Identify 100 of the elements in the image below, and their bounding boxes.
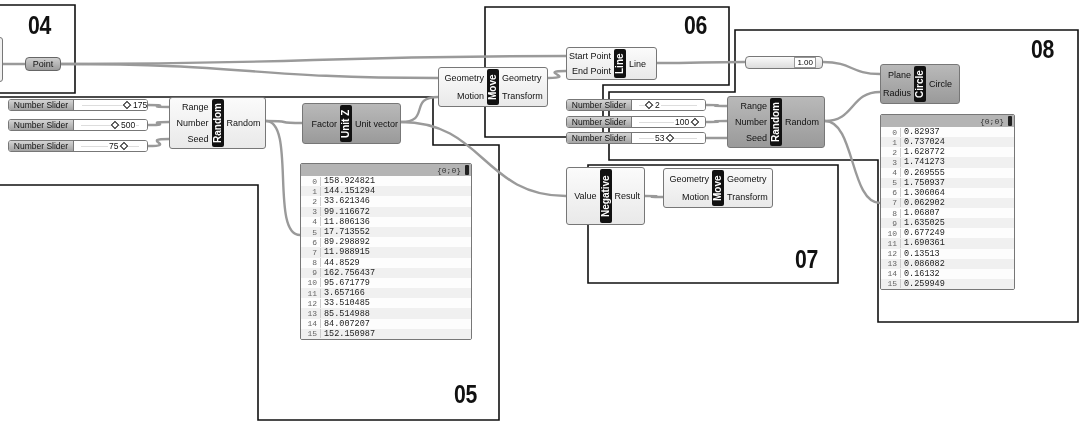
row-index: 4 xyxy=(301,217,321,227)
slider-label: Number Slider xyxy=(9,141,74,151)
frame-number: 05 xyxy=(454,381,477,407)
row-index: 3 xyxy=(301,207,321,217)
row-value: 44.8529 xyxy=(323,257,360,268)
slider-value: 2 xyxy=(654,100,661,110)
component-box xyxy=(438,67,548,107)
wire xyxy=(148,120,169,127)
row-index: 2 xyxy=(881,147,901,157)
wire xyxy=(657,60,745,65)
row-value: 89.298892 xyxy=(323,237,370,248)
row-value: 0.259949 xyxy=(903,278,945,289)
component-name-tag: Move xyxy=(487,69,499,105)
number-slider xyxy=(566,132,706,144)
wire xyxy=(706,119,727,124)
number-parameter xyxy=(745,56,823,69)
row-index: 11 xyxy=(301,288,321,298)
row-index: 9 xyxy=(301,268,321,278)
frame-number: 04 xyxy=(28,12,51,38)
parameter-capsule: Point xyxy=(25,57,61,71)
row-index: 13 xyxy=(881,259,901,269)
frame-number: 06 xyxy=(684,12,707,38)
row-index: 7 xyxy=(301,247,321,257)
slider-label: Number Slider xyxy=(9,120,74,130)
row-index: 4 xyxy=(881,168,901,178)
component-box xyxy=(566,47,657,80)
input-label: Seed xyxy=(187,134,209,144)
output-label: Line xyxy=(629,58,647,69)
input-label: Motion xyxy=(682,192,709,202)
component-name-tag: Negative xyxy=(599,169,612,223)
row-value: 99.116672 xyxy=(323,206,370,217)
wire xyxy=(61,54,566,66)
row-index: 15 xyxy=(881,279,901,289)
row-index: 15 xyxy=(301,329,321,339)
output-label: Transform xyxy=(727,192,768,202)
frame-number: 07 xyxy=(795,246,818,272)
row-value: 144.151294 xyxy=(323,186,375,197)
row-value: 0.82937 xyxy=(903,127,940,138)
component-box xyxy=(880,64,960,104)
row-value: 152.150987 xyxy=(323,328,375,339)
row-index: 10 xyxy=(881,228,901,238)
slider-value: 100 xyxy=(674,117,691,127)
panel-path-label: {0;0} xyxy=(980,116,1004,126)
row-index: 12 xyxy=(881,249,901,259)
row-value: 0.269555 xyxy=(903,167,945,178)
row-index: 14 xyxy=(301,319,321,329)
row-value: 33.510485 xyxy=(323,298,370,309)
panel-path-label: {0;0} xyxy=(437,165,461,175)
row-value: 1.690361 xyxy=(903,238,945,249)
slider-value: 53 xyxy=(654,133,666,143)
row-value: 33.621346 xyxy=(323,196,370,207)
row-index: 12 xyxy=(301,298,321,308)
row-index: 5 xyxy=(301,227,321,237)
wire xyxy=(265,119,301,237)
component-box xyxy=(727,96,825,148)
frame-number: 08 xyxy=(1031,36,1054,62)
wire xyxy=(645,194,663,199)
wire xyxy=(547,69,567,80)
row-index: 1 xyxy=(301,186,321,196)
row-value: 1.741273 xyxy=(903,157,945,168)
wire xyxy=(148,103,169,109)
input-label: Geometry xyxy=(669,174,709,184)
output-label: Result xyxy=(614,191,640,201)
row-index: 5 xyxy=(881,178,901,188)
wire xyxy=(706,136,727,140)
output-label: Random xyxy=(785,117,820,127)
row-value: 11.988915 xyxy=(323,247,370,258)
row-value: 0.13513 xyxy=(903,248,940,259)
output-label: Geometry xyxy=(502,73,542,83)
row-value: 1.628772 xyxy=(903,147,945,158)
component-name-tag: Unit Z xyxy=(340,105,352,142)
row-value: 162.756437 xyxy=(323,267,375,278)
output-label: Circle xyxy=(929,79,953,89)
input-label: Start Point xyxy=(569,51,612,62)
number-slider xyxy=(8,140,148,152)
number-slider xyxy=(566,116,706,128)
row-index: 0 xyxy=(301,176,321,186)
slider-label: Number Slider xyxy=(567,100,632,110)
input-label: End Point xyxy=(572,65,612,76)
row-value: 1.306064 xyxy=(903,187,945,198)
row-value: 158.924821 xyxy=(323,176,375,187)
slider-label: Number Slider xyxy=(9,100,74,110)
component-box xyxy=(566,167,645,225)
slider-value: 75 xyxy=(108,141,120,151)
row-index: 14 xyxy=(881,269,901,279)
row-value: 95.671779 xyxy=(323,277,370,288)
slider-value: 175 xyxy=(132,100,147,110)
data-panel xyxy=(880,114,1015,290)
wire xyxy=(706,103,727,108)
row-index: 0 xyxy=(881,127,901,137)
component-name-tag: Random xyxy=(770,98,782,146)
output-label: Random xyxy=(226,118,261,128)
row-index: 3 xyxy=(881,157,901,167)
component-name-tag: Circle xyxy=(914,66,926,102)
input-label: Plane xyxy=(888,70,911,80)
output-label: Geometry xyxy=(727,174,767,184)
number-slider xyxy=(8,119,148,131)
row-index: 9 xyxy=(881,218,901,228)
number-slider xyxy=(566,99,706,111)
component-name-tag: Random xyxy=(211,99,224,147)
